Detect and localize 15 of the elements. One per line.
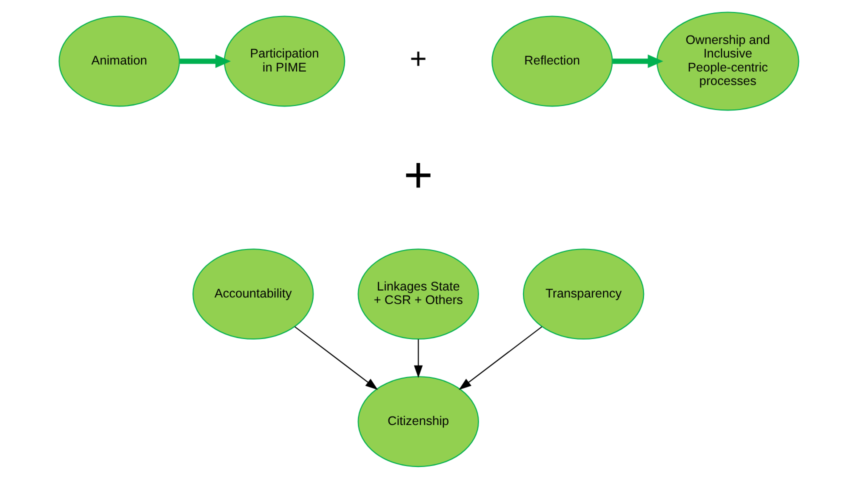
label: +	[409, 43, 426, 76]
arrow	[612, 54, 663, 68]
node-ellipse: Accountability	[192, 248, 314, 340]
node-ellipse: Ownership and Inclusive People-centric processes	[656, 12, 799, 111]
node-ellipse: Animation	[58, 16, 180, 107]
node-ellipse: Transparency	[522, 248, 644, 340]
arrow	[294, 326, 378, 390]
node-ellipse: Citizenship	[357, 376, 478, 468]
node-ellipse: Reflection	[491, 16, 612, 107]
node-ellipse: Linkages State + CSR + Others	[357, 248, 478, 340]
arrow	[413, 339, 422, 378]
node-ellipse: Participation in PIME	[223, 16, 345, 107]
arrow	[179, 54, 230, 68]
label: +	[403, 147, 432, 203]
arrow	[458, 326, 542, 390]
